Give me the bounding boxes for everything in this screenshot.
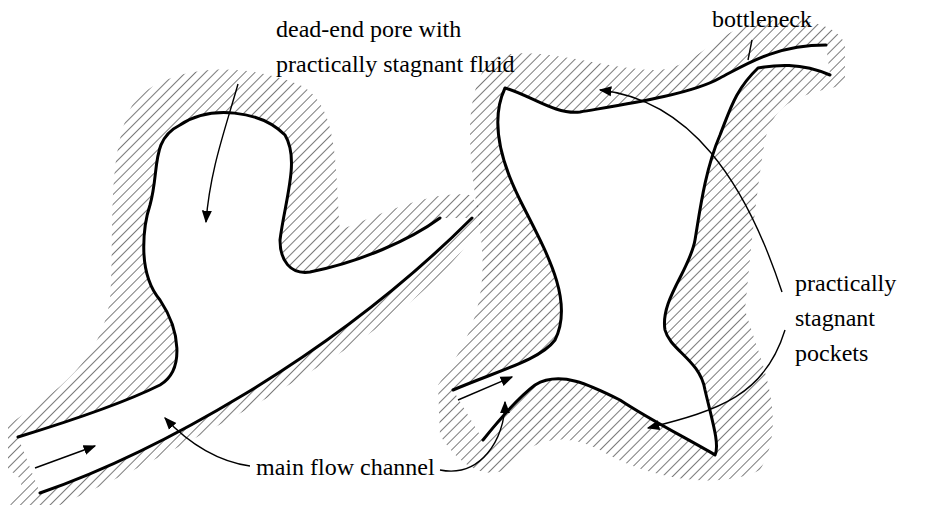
flow-arrow xyxy=(458,377,512,400)
pore-space xyxy=(453,45,830,455)
channel-label: main flow channel xyxy=(256,450,446,485)
pore-wall xyxy=(18,113,440,437)
pocket-label: practically stagnant pockets xyxy=(795,266,925,371)
solid-matrix xyxy=(438,20,845,481)
flow-arrow xyxy=(35,446,95,468)
leader-arrow xyxy=(165,418,250,466)
pore-wall xyxy=(40,218,472,493)
leader-arrow xyxy=(748,40,752,60)
leader-arrow xyxy=(440,402,505,471)
leader-arrow xyxy=(600,90,782,292)
pore-wall xyxy=(483,65,830,455)
pore-label: dead-end pore with practically stagnant … xyxy=(276,12,538,82)
pore-wall xyxy=(453,45,826,390)
solid-matrix xyxy=(8,69,485,505)
pore-space xyxy=(18,113,472,493)
leader-arrow xyxy=(206,84,238,222)
leader-arrow xyxy=(648,330,785,428)
bottleneck-label: bottleneck xyxy=(712,2,842,37)
